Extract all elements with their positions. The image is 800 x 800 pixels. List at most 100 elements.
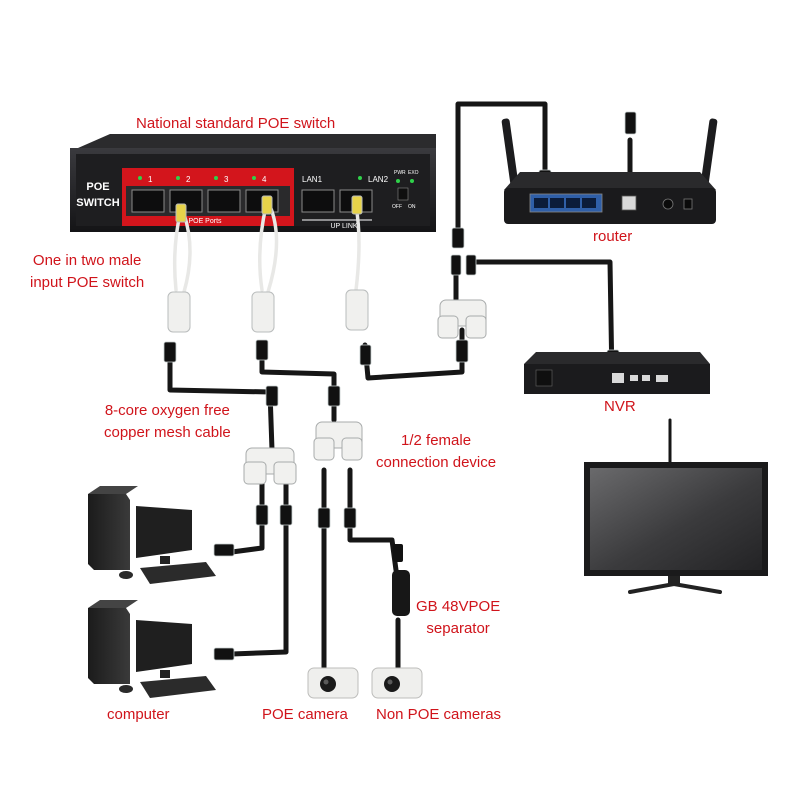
router-lan-port	[534, 198, 548, 208]
plug	[213, 647, 235, 661]
plug	[255, 339, 269, 361]
injector-wire	[354, 204, 361, 292]
splitter-left-down2	[229, 475, 289, 657]
one-in-two-line1: One in two male	[32, 252, 142, 269]
router-splitter-cable-b	[469, 259, 615, 383]
splitter-left-down	[229, 475, 265, 555]
lan2-led	[358, 176, 362, 180]
poe-separator	[392, 544, 410, 616]
poe-camera	[307, 667, 359, 699]
pc-tower-side	[88, 486, 138, 494]
injector-head	[251, 291, 275, 333]
separator-label: GB 48VPOE separator	[416, 596, 500, 640]
non-poe-cameras-label: Non POE cameras	[376, 706, 502, 723]
injector-wire	[266, 204, 279, 294]
led	[138, 176, 142, 180]
port-number-4: 4	[262, 175, 267, 184]
computer-label: computer	[107, 706, 170, 723]
nvr-port	[642, 375, 650, 381]
monitor	[584, 462, 768, 594]
router-usb-port	[621, 195, 637, 211]
pc-monitor-stand	[160, 556, 170, 564]
cable-label: 8-core oxygen free copper mesh cable	[104, 400, 231, 444]
pwr-label: PWR	[394, 170, 406, 176]
switch-title-label: National standard POE switch	[136, 115, 336, 132]
pwr-led	[396, 179, 400, 183]
camera-lens-glint	[323, 679, 329, 685]
plug	[255, 504, 269, 526]
port1-cable	[167, 342, 275, 453]
router	[501, 118, 718, 224]
monitor-stand	[628, 581, 722, 594]
injector-wire	[258, 204, 268, 292]
injector-head	[167, 291, 191, 333]
pc-keyboard	[140, 676, 216, 698]
poe-port-leds	[138, 176, 256, 180]
plug	[359, 344, 372, 366]
pc-mouse	[119, 685, 133, 693]
switch-top-face	[78, 134, 436, 148]
plug	[624, 111, 637, 135]
pc-mouse	[119, 571, 133, 579]
plug	[451, 227, 465, 249]
non-poe-camera	[371, 667, 423, 699]
exo-label: EXO	[408, 170, 419, 176]
router-button	[683, 198, 693, 210]
router-label: router	[593, 228, 633, 245]
led	[252, 176, 256, 180]
plug	[317, 507, 331, 529]
poe-injector-cables	[167, 195, 369, 333]
splitter-near-router	[437, 299, 487, 339]
poe-switch: POE SWITCH 1 2 3 4 POE Ports LAN1 LAN2	[70, 134, 436, 232]
female-line2: connection device	[376, 454, 497, 471]
splitter-left	[243, 447, 297, 485]
splitter-right	[313, 421, 363, 461]
port-number-1: 1	[148, 175, 153, 184]
one-in-two-label: One in two male input POE switch	[30, 250, 144, 294]
led	[176, 176, 180, 180]
poe-port-numbers: 1 2 3 4	[148, 175, 267, 184]
injector-head	[345, 289, 369, 331]
router-antenna	[700, 118, 718, 189]
separator-line1: GB 48VPOE	[416, 598, 501, 615]
camera-lens	[320, 676, 336, 692]
cable-line1: 8-core oxygen free	[104, 402, 230, 419]
plug	[213, 543, 235, 557]
injector-plug-yellow	[351, 195, 363, 215]
poe-port-3	[207, 189, 241, 213]
one-in-two-line2: input POE switch	[30, 274, 145, 291]
led	[214, 176, 218, 180]
pc-monitor	[136, 506, 192, 558]
plug	[455, 339, 469, 363]
female-line1: 1/2 female	[401, 432, 472, 449]
nvr-port	[656, 375, 668, 382]
monitor-neck	[668, 576, 680, 586]
router-lan-port	[550, 198, 564, 208]
pc-keyboard	[140, 562, 216, 584]
plug	[279, 504, 293, 526]
router-top	[504, 172, 716, 190]
injector-plug-yellow	[175, 203, 187, 223]
separator-plug	[393, 544, 403, 562]
separator-body	[392, 570, 410, 616]
monitor-screen	[590, 468, 762, 570]
plug	[163, 341, 177, 363]
router-antenna	[501, 118, 519, 189]
switch-logo-line1: POE	[86, 181, 109, 193]
plug	[327, 385, 341, 407]
pc-tower	[88, 608, 130, 684]
pc-tower	[88, 494, 130, 570]
cable-network	[167, 101, 672, 671]
off-label: OFF	[392, 204, 402, 210]
poe-camera-label: POE camera	[262, 706, 348, 723]
lan2-label: LAN2	[368, 175, 389, 184]
plug	[343, 507, 357, 529]
poe-ports-label: POE Ports	[188, 218, 222, 225]
pc-monitor	[136, 620, 192, 672]
pc-tower-side	[88, 600, 138, 608]
camera-lens	[384, 676, 400, 692]
female-device-label: 1/2 female connection device	[376, 430, 496, 474]
injector-plug-yellow	[261, 195, 273, 215]
